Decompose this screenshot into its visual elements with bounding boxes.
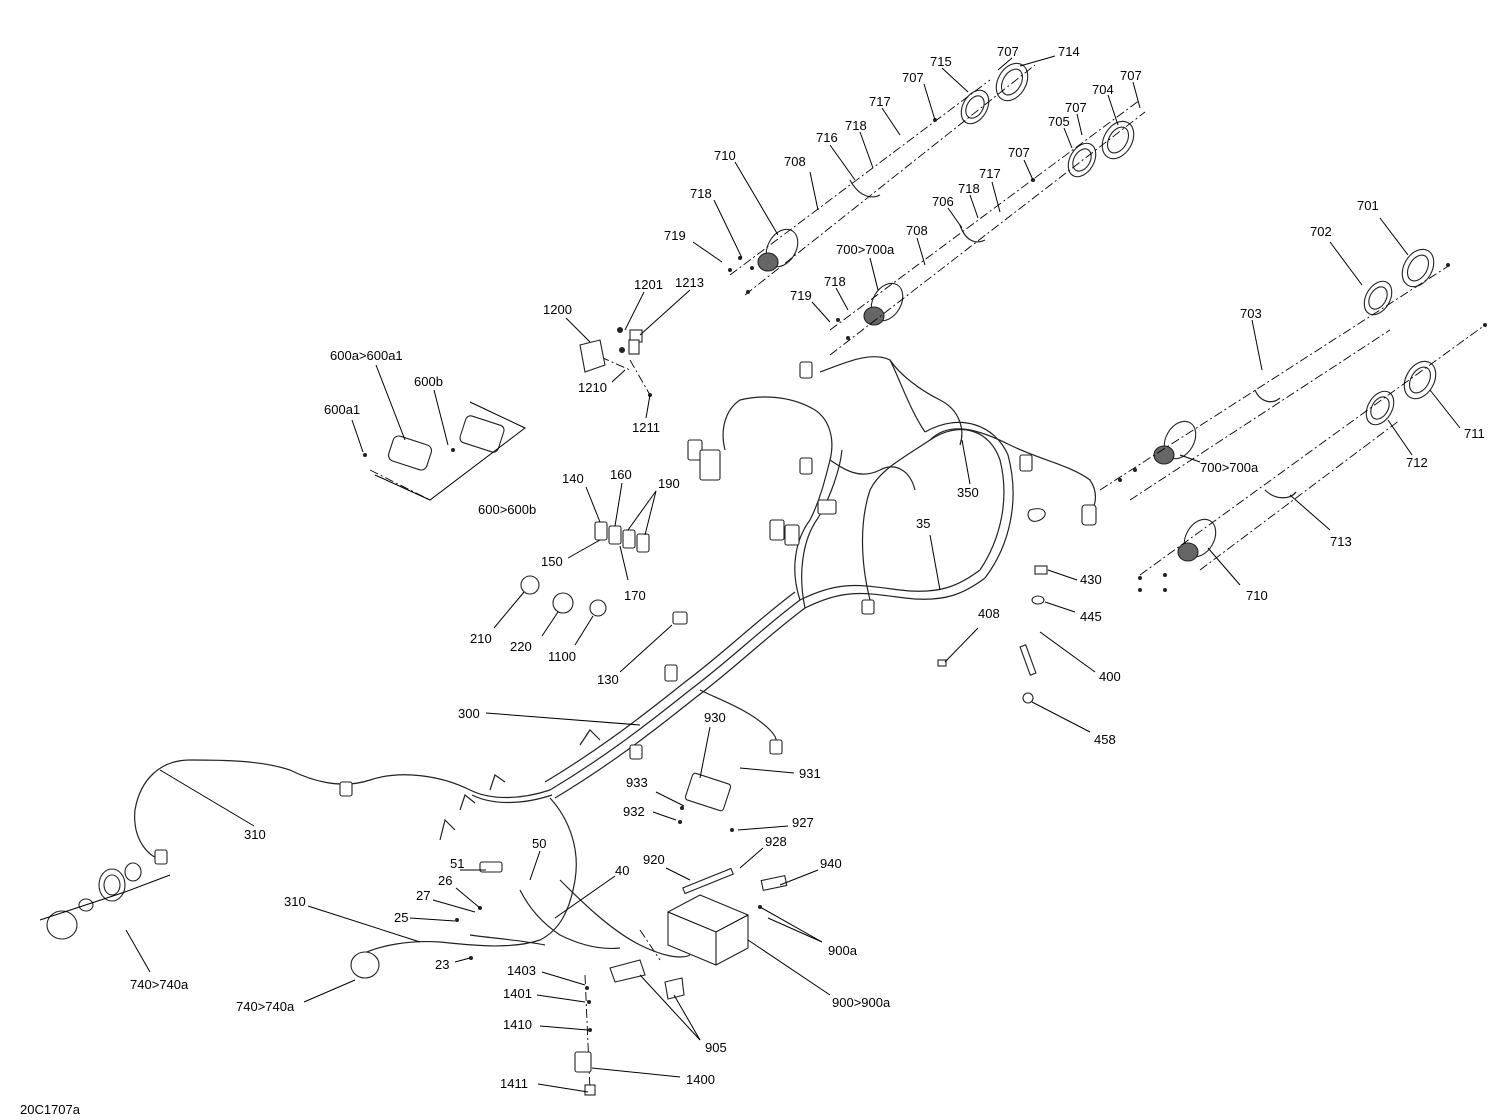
- label-717-b: 717: [979, 166, 1001, 181]
- label-458: 458: [1094, 732, 1116, 747]
- label-710-b: 710: [1246, 588, 1268, 603]
- label-715: 715: [930, 54, 952, 69]
- label-220: 220: [510, 639, 532, 654]
- label-718-d: 718: [824, 274, 846, 289]
- label-51: 51: [450, 856, 464, 871]
- label-1401: 1401: [503, 986, 532, 1001]
- label-708-b: 708: [906, 223, 928, 238]
- label-1403: 1403: [507, 963, 536, 978]
- label-900-900a: 900>900a: [832, 995, 891, 1010]
- label-190: 190: [658, 476, 680, 491]
- label-719-a: 719: [664, 228, 686, 243]
- harness-connectors: [154, 361, 1097, 873]
- label-600-600b: 600>600b: [478, 502, 536, 517]
- label-430: 430: [1080, 572, 1102, 587]
- label-1201: 1201: [634, 277, 663, 292]
- label-718-a: 718: [845, 118, 867, 133]
- label-1411: 1411: [500, 1076, 528, 1091]
- label-25: 25: [394, 910, 408, 925]
- label-932: 932: [623, 804, 645, 819]
- label-740-a: 740>740a: [130, 977, 189, 992]
- label-707-d: 707: [1065, 100, 1087, 115]
- label-27: 27: [416, 888, 430, 903]
- label-708-a: 708: [784, 154, 806, 169]
- label-740-b: 740>740a: [236, 999, 295, 1014]
- label-717-a: 717: [869, 94, 891, 109]
- label-1400: 1400: [686, 1072, 715, 1087]
- label-716: 716: [816, 130, 838, 145]
- label-408: 408: [978, 606, 1000, 621]
- label-310-a: 310: [244, 827, 266, 842]
- label-700-a: 700>700a: [836, 242, 895, 257]
- label-719-b: 719: [790, 288, 812, 303]
- label-700-b: 700>700a: [1200, 460, 1259, 475]
- label-704: 704: [1092, 82, 1114, 97]
- label-905: 905: [705, 1040, 727, 1055]
- label-718-b: 718: [958, 181, 980, 196]
- label-933: 933: [626, 775, 648, 790]
- label-170: 170: [624, 588, 646, 603]
- label-50: 50: [532, 836, 546, 851]
- wiring-harness: [134, 356, 1097, 958]
- label-400: 400: [1099, 669, 1121, 684]
- label-712: 712: [1406, 455, 1428, 470]
- figure-code: 20C1707a: [20, 1102, 81, 1117]
- discrete-parts: [39, 329, 1048, 1096]
- label-707-c: 707: [902, 70, 924, 85]
- label-445: 445: [1080, 609, 1102, 624]
- label-707-e: 707: [1008, 145, 1030, 160]
- label-1410: 1410: [503, 1017, 532, 1032]
- label-140: 140: [562, 471, 584, 486]
- label-706: 706: [932, 194, 954, 209]
- label-1210: 1210: [578, 380, 607, 395]
- label-702: 702: [1310, 224, 1332, 239]
- leader-lines: [125, 55, 1461, 1093]
- label-930: 930: [704, 710, 726, 725]
- axis-lines: [369, 64, 1486, 1091]
- label-707-a: 707: [997, 44, 1019, 59]
- label-160: 160: [610, 467, 632, 482]
- headlight-assemblies: [757, 62, 1437, 562]
- label-900a: 900a: [828, 943, 858, 958]
- label-1211: 1211: [632, 420, 660, 435]
- label-210: 210: [470, 631, 492, 646]
- part-labels: 707 714 715 707 707 717 704 718 707 705 …: [130, 44, 1485, 1091]
- label-705: 705: [1048, 114, 1070, 129]
- label-600b: 600b: [414, 374, 443, 389]
- label-940: 940: [820, 856, 842, 871]
- label-23: 23: [435, 957, 449, 972]
- label-713: 713: [1330, 534, 1352, 549]
- label-920: 920: [643, 852, 665, 867]
- label-310-b: 310: [284, 894, 306, 909]
- label-40: 40: [615, 863, 629, 878]
- label-928: 928: [765, 834, 787, 849]
- label-931: 931: [799, 766, 821, 781]
- label-150: 150: [541, 554, 563, 569]
- label-714: 714: [1058, 44, 1080, 59]
- label-703: 703: [1240, 306, 1262, 321]
- label-711: 711: [1464, 426, 1485, 441]
- label-26: 26: [438, 873, 452, 888]
- label-707-b: 707: [1120, 68, 1142, 83]
- label-927: 927: [792, 815, 814, 830]
- label-710-a: 710: [714, 148, 736, 163]
- label-1100: 1100: [548, 649, 576, 664]
- label-600a-600a1: 600a>600a1: [330, 348, 403, 363]
- label-1213: 1213: [675, 275, 704, 290]
- label-130: 130: [597, 672, 619, 687]
- label-600a1: 600a1: [324, 402, 360, 417]
- hardware-dots: [363, 118, 1487, 1032]
- label-1200: 1200: [543, 302, 572, 317]
- label-350: 350: [957, 485, 979, 500]
- label-300: 300: [458, 706, 480, 721]
- label-701: 701: [1357, 198, 1379, 213]
- label-718-c: 718: [690, 186, 712, 201]
- label-35: 35: [916, 516, 930, 531]
